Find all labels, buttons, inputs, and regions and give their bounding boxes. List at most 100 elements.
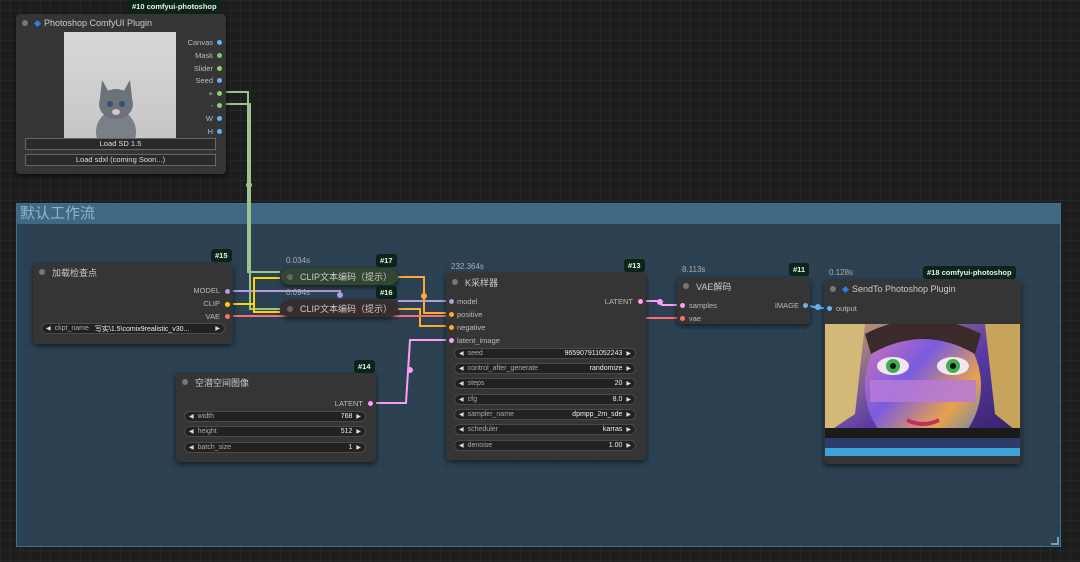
- output-latent-label: LATENT: [334, 399, 363, 408]
- increment-arrow-icon[interactable]: ▶: [356, 445, 361, 451]
- output-latent-socket[interactable]: [368, 401, 373, 406]
- output-vae-socket[interactable]: [225, 314, 230, 319]
- node-title[interactable]: 加载检查点: [33, 263, 233, 281]
- next-arrow-icon[interactable]: ▶: [215, 326, 220, 332]
- output-canvas-socket[interactable]: [217, 40, 222, 45]
- output-seed-socket[interactable]: [217, 78, 222, 83]
- output-minus-socket[interactable]: [217, 103, 222, 108]
- collapse-dot-icon[interactable]: [452, 279, 458, 285]
- ckpt-name-combo[interactable]: ◀ ckpt_name 写实\1.5\comix9realistic_v30..…: [41, 323, 225, 334]
- node-title[interactable]: K采样器: [446, 273, 646, 291]
- clip-text-encode-17-node[interactable]: CLIP文本编码（提示）: [281, 268, 398, 285]
- prev-arrow-icon[interactable]: ◀: [46, 326, 51, 332]
- increment-arrow-icon[interactable]: ▶: [356, 414, 361, 420]
- decrement-arrow-icon[interactable]: ◀: [459, 381, 464, 387]
- decrement-arrow-icon[interactable]: ◀: [189, 429, 194, 435]
- increment-arrow-icon[interactable]: ▶: [626, 381, 631, 387]
- control-after-generate-widget[interactable]: ◀ control_after_generate randomize ▶: [454, 363, 636, 374]
- decrement-arrow-icon[interactable]: ◀: [459, 443, 464, 449]
- collapse-dot-icon[interactable]: [683, 283, 689, 289]
- input-negative-socket[interactable]: [449, 325, 454, 330]
- seed-widget[interactable]: ◀ seed 965907911052243 ▶: [454, 348, 636, 359]
- node-title[interactable]: SendTo Photoshop Plugin: [824, 280, 1021, 298]
- next-arrow-icon[interactable]: ▶: [626, 427, 631, 433]
- increment-arrow-icon[interactable]: ▶: [626, 351, 631, 357]
- widget-value: karras: [602, 426, 623, 433]
- input-model-label: model: [457, 297, 478, 306]
- node-title[interactable]: CLIP文本编码（提示）: [281, 268, 398, 285]
- input-vae-label: vae: [689, 314, 702, 323]
- photoshop-plugin-node[interactable]: #10 comfyui-photoshop Photoshop ComfyUI …: [16, 0, 226, 174]
- collapse-dot-icon[interactable]: [22, 20, 28, 26]
- load-sd15-button[interactable]: Load SD 1.5: [25, 138, 216, 150]
- input-vae-socket[interactable]: [680, 316, 685, 321]
- clip-text-encode-16-node[interactable]: CLIP文本编码（提示）: [281, 300, 398, 317]
- input-positive-label: positive: [457, 310, 483, 319]
- input-latent-image-socket[interactable]: [449, 338, 454, 343]
- node-title[interactable]: VAE解码: [677, 277, 810, 295]
- decrement-arrow-icon[interactable]: ◀: [189, 445, 194, 451]
- prev-arrow-icon[interactable]: ◀: [459, 412, 464, 418]
- output-latent-socket[interactable]: [638, 299, 643, 304]
- width-widget[interactable]: ◀ width 768 ▶: [184, 411, 366, 422]
- output-image-socket[interactable]: [803, 303, 808, 308]
- widget-label: width: [197, 413, 214, 420]
- output-clip-label: CLIP: [203, 299, 220, 308]
- node-title[interactable]: CLIP文本编码（提示）: [281, 300, 398, 317]
- output-clip-socket[interactable]: [225, 302, 230, 307]
- input-positive-socket[interactable]: [449, 312, 454, 317]
- sampler-name-widget[interactable]: ◀ sampler_name dpmpp_2m_sde ▶: [454, 409, 636, 420]
- steps-widget[interactable]: ◀ steps 20 ▶: [454, 378, 636, 389]
- group-title[interactable]: 默认工作流: [17, 204, 1060, 224]
- height-widget[interactable]: ◀ height 512 ▶: [184, 426, 366, 437]
- output-model-socket[interactable]: [225, 289, 230, 294]
- denoise-widget[interactable]: ◀ denoise 1.00 ▶: [454, 440, 636, 451]
- output-h-socket[interactable]: [217, 129, 222, 134]
- node-badge: #10 comfyui-photoshop: [128, 0, 221, 13]
- vae-time: 8.113s: [682, 265, 706, 274]
- node-title-text: SendTo Photoshop Plugin: [852, 284, 956, 294]
- scheduler-widget[interactable]: ◀ scheduler karras ▶: [454, 424, 636, 435]
- clip17-badge: #17: [376, 254, 397, 267]
- vae-decode-node[interactable]: #11 VAE解码 samples vae IMAGE: [677, 263, 810, 324]
- sendto-photoshop-node[interactable]: #18 comfyui-photoshop SendTo Photoshop P…: [824, 266, 1021, 464]
- batch-size-widget[interactable]: ◀ batch_size 1 ▶: [184, 442, 366, 453]
- collapse-dot-icon[interactable]: [287, 305, 293, 312]
- increment-arrow-icon[interactable]: ▶: [626, 443, 631, 449]
- input-model-socket[interactable]: [449, 299, 454, 304]
- widget-label: batch_size: [197, 444, 232, 451]
- empty-latent-node[interactable]: #14 空潜空间图像 LATENT ◀ width 768 ▶ ◀ height…: [176, 360, 376, 462]
- next-arrow-icon[interactable]: ▶: [626, 412, 631, 418]
- output-w-socket[interactable]: [217, 116, 222, 121]
- collapse-dot-icon[interactable]: [182, 379, 188, 385]
- increment-arrow-icon[interactable]: ▶: [356, 429, 361, 435]
- output-preview-image: [825, 324, 1020, 456]
- checkpoint-loader-node[interactable]: #15 加载检查点 MODEL CLIP VAE ◀ ckpt_name 写实\…: [33, 249, 233, 344]
- collapse-dot-icon[interactable]: [39, 269, 45, 275]
- load-sdxl-button[interactable]: Load sdxl (coming Soon...): [25, 154, 216, 166]
- output-model-label: MODEL: [193, 286, 220, 295]
- decrement-arrow-icon[interactable]: ◀: [459, 397, 464, 403]
- output-slider-socket[interactable]: [217, 66, 222, 71]
- output-mask-socket[interactable]: [217, 53, 222, 58]
- output-plus-socket[interactable]: [217, 91, 222, 96]
- prev-arrow-icon[interactable]: ◀: [459, 366, 464, 372]
- decrement-arrow-icon[interactable]: ◀: [189, 414, 194, 420]
- node-title[interactable]: Photoshop ComfyUI Plugin: [16, 14, 226, 32]
- clip17-time: 0.034s: [286, 256, 311, 265]
- group-resize-handle[interactable]: [1051, 537, 1059, 545]
- collapse-dot-icon[interactable]: [830, 286, 836, 292]
- collapse-dot-icon[interactable]: [287, 273, 293, 280]
- prev-arrow-icon[interactable]: ◀: [459, 427, 464, 433]
- input-samples-socket[interactable]: [680, 303, 685, 308]
- ksampler-node[interactable]: #13 K采样器 model positive negative latent_…: [446, 259, 646, 460]
- widget-value: 1.00: [608, 442, 623, 449]
- cfg-widget[interactable]: ◀ cfg 8.0 ▶: [454, 394, 636, 405]
- node-title[interactable]: 空潜空间图像: [176, 373, 376, 391]
- input-output-socket[interactable]: [827, 306, 832, 311]
- increment-arrow-icon[interactable]: ▶: [626, 397, 631, 403]
- decrement-arrow-icon[interactable]: ◀: [459, 351, 464, 357]
- output-image-label: IMAGE: [774, 301, 799, 310]
- widget-label: scheduler: [467, 426, 498, 433]
- next-arrow-icon[interactable]: ▶: [626, 366, 631, 372]
